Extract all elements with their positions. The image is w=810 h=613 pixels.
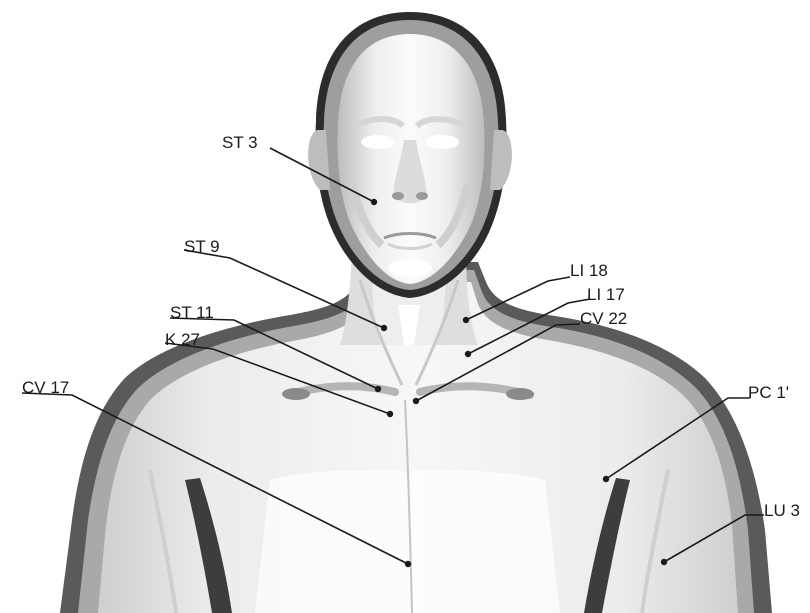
label-st11: ST 11: [170, 303, 214, 322]
label-k27: K 27: [165, 330, 200, 349]
label-pc1: PC 1': [748, 383, 789, 402]
label-st9: ST 9: [184, 237, 220, 256]
label-lu3: LU 3: [764, 501, 800, 520]
label-li18: LI 18: [570, 261, 608, 280]
label-st3: ST 3: [222, 133, 258, 152]
label-li17: LI 17: [587, 285, 625, 304]
label-cv22: CV 22: [580, 309, 627, 328]
label-cv17: CV 17: [22, 378, 69, 397]
head-figure: [308, 12, 512, 298]
